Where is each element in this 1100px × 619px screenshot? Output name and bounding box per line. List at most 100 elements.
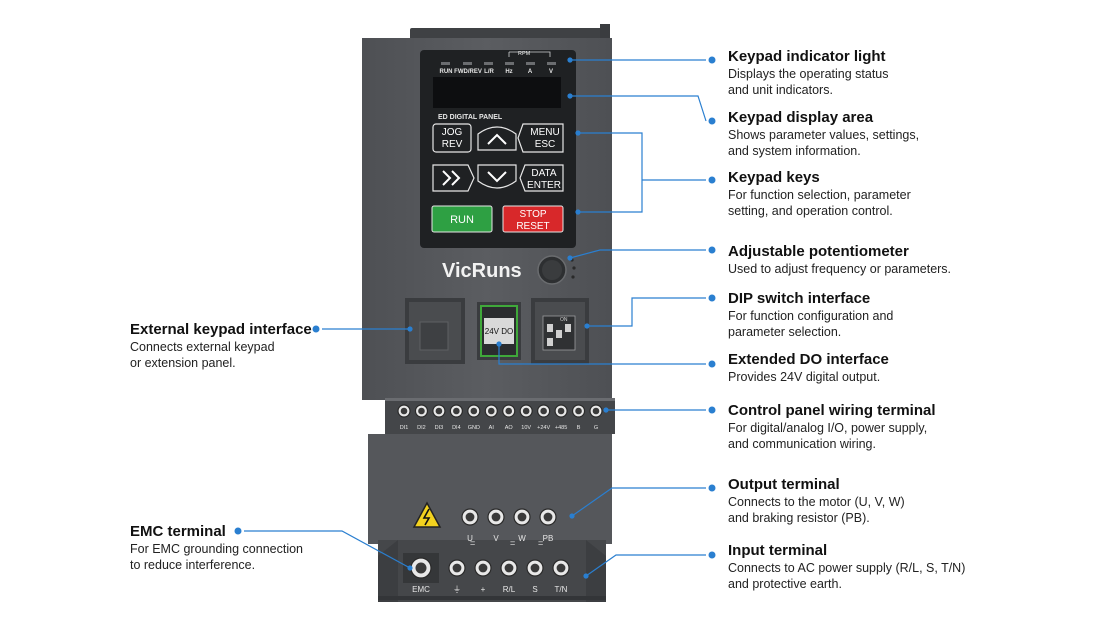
svg-text:JOG: JOG [442,127,463,138]
stop-reset-key: STOP RESET [502,205,564,233]
down-key [477,164,517,189]
output-terminal-label: W [518,534,526,543]
control-terminal-screw-hole [575,407,582,415]
external-keypad-port [405,298,465,364]
control-terminal-label: B [577,425,581,431]
callout-emc-terminal: EMC terminal For EMC grounding connectio… [130,523,303,573]
svg-text:ON: ON [560,317,568,323]
control-terminal-screw-hole [522,407,530,415]
control-terminal-label: G [594,425,598,431]
callout-extended-do: Extended DO interface Provides 24V digit… [728,351,889,385]
input-terminal-label: S [532,585,537,594]
input-terminal-screw-hole [504,563,514,573]
callout-desc: For EMC grounding connection to reduce i… [130,542,304,572]
output-terminal-label: PB [543,534,554,543]
input-terminal-screw-hole [530,563,540,573]
input-terminal-screw-hole [556,563,566,573]
callout-keypad-keys: Keypad keys For function selection, para… [728,169,911,219]
rpm-label: RPM [518,51,531,57]
callout-desc: Connects to the motor (U, V, W) and brak… [728,495,905,525]
keypad-display [433,77,561,108]
svg-text:ESC: ESC [535,139,556,150]
up-key [477,126,517,151]
svg-text:REV: REV [442,139,463,150]
callout-control-wiring: Control panel wiring terminal For digita… [728,402,936,452]
control-terminal-screw-hole [540,407,547,415]
output-terminal-screw-hole [543,512,553,522]
callout-desc: For function configuration and parameter… [728,309,894,339]
control-terminal-label: AI [489,425,495,431]
indicator-label: RUN [440,69,453,75]
output-terminal-screw-hole [517,512,527,522]
callout-keypad-indicator: Keypad indicator light Displays the oper… [728,48,889,98]
input-terminal-label: + [481,585,486,594]
data-enter-key: DATA ENTER [519,164,564,192]
svg-text:RESET: RESET [516,221,549,232]
leader-out [571,487,706,517]
control-terminal-label: AO [505,425,514,431]
leader-dip [587,297,706,327]
callout-desc: Connects external keypad or extension pa… [130,340,275,370]
plus-minus-mark: = [470,538,475,548]
leader-do [498,344,706,365]
svg-text:MENU: MENU [530,127,559,138]
callout-keypad-display: Keypad display area Shows parameter valu… [728,109,919,159]
control-terminal-screw-hole [487,407,495,415]
callout-title: EMC terminal [130,523,226,540]
output-terminal-screw-hole [465,512,475,522]
menu-esc-key: MENU ESC [517,123,564,153]
leader-emc [244,530,411,569]
callout-title: Adjustable potentiometer [728,243,909,260]
indicator-label: V [549,69,553,75]
callout-desc: Connects to AC power supply (R/L, S, T/N… [728,561,966,591]
callout-external-keypad: External keypad interface Connects exter… [130,321,312,371]
input-terminal-label: EMC [412,585,430,594]
callout-desc: Shows parameter values, settings, and sy… [728,128,920,158]
callout-title: Keypad indicator light [728,48,886,65]
callout-title: DIP switch interface [728,290,871,307]
control-terminal-label: +24V [537,425,550,431]
control-terminal-screw-hole [557,407,565,415]
shift-key [432,164,475,192]
control-terminal-screw-hole [470,407,478,415]
control-terminal-label: DI1 [400,425,409,431]
callout-input-terminal: Input terminal Connects to AC power supp… [728,542,965,592]
output-terminal-label: U [467,534,473,543]
leader-in [585,554,706,577]
callout-title: External keypad interface [130,321,312,338]
leader-pot [569,249,706,259]
input-terminal-label: R/L [503,585,516,594]
control-terminal-screw-hole [592,407,600,415]
output-terminal-screw-hole [491,512,501,522]
callout-title: Output terminal [728,476,840,493]
callout-title: Keypad display area [728,109,874,126]
callout-dip-switch: DIP switch interface For function config… [728,290,893,340]
control-terminal-screw-hole [453,407,460,415]
control-terminal-label: GND [468,425,480,431]
dip-switch: ON [531,298,589,364]
input-terminal-label: T/N [555,585,568,594]
indicator-label: A [528,69,533,75]
callout-title: Input terminal [728,542,828,559]
callout-desc: Provides 24V digital output. [728,370,881,384]
callout-output-terminal: Output terminal Connects to the motor (U… [728,476,905,526]
callout-lines [234,56,716,579]
do-module-label: 24V DO [485,327,513,336]
input-terminal-screw-hole [478,563,488,573]
potentiometer [537,255,576,285]
control-terminal-label: 10V [521,425,531,431]
leader-keys [578,132,643,213]
control-terminal-label: DI3 [435,425,444,431]
svg-text:RUN: RUN [450,214,474,226]
callout-title: Extended DO interface [728,351,889,368]
svg-text:=: = [538,538,543,548]
indicator-label: Hz [505,69,512,75]
control-terminal-label: DI2 [417,425,426,431]
input-terminal-label: ⏚ [453,585,461,594]
control-terminal-screw-hole [435,407,443,415]
callout-potentiometer: Adjustable potentiometer Used to adjust … [728,243,951,277]
control-terminal-screw-hole [418,407,425,415]
